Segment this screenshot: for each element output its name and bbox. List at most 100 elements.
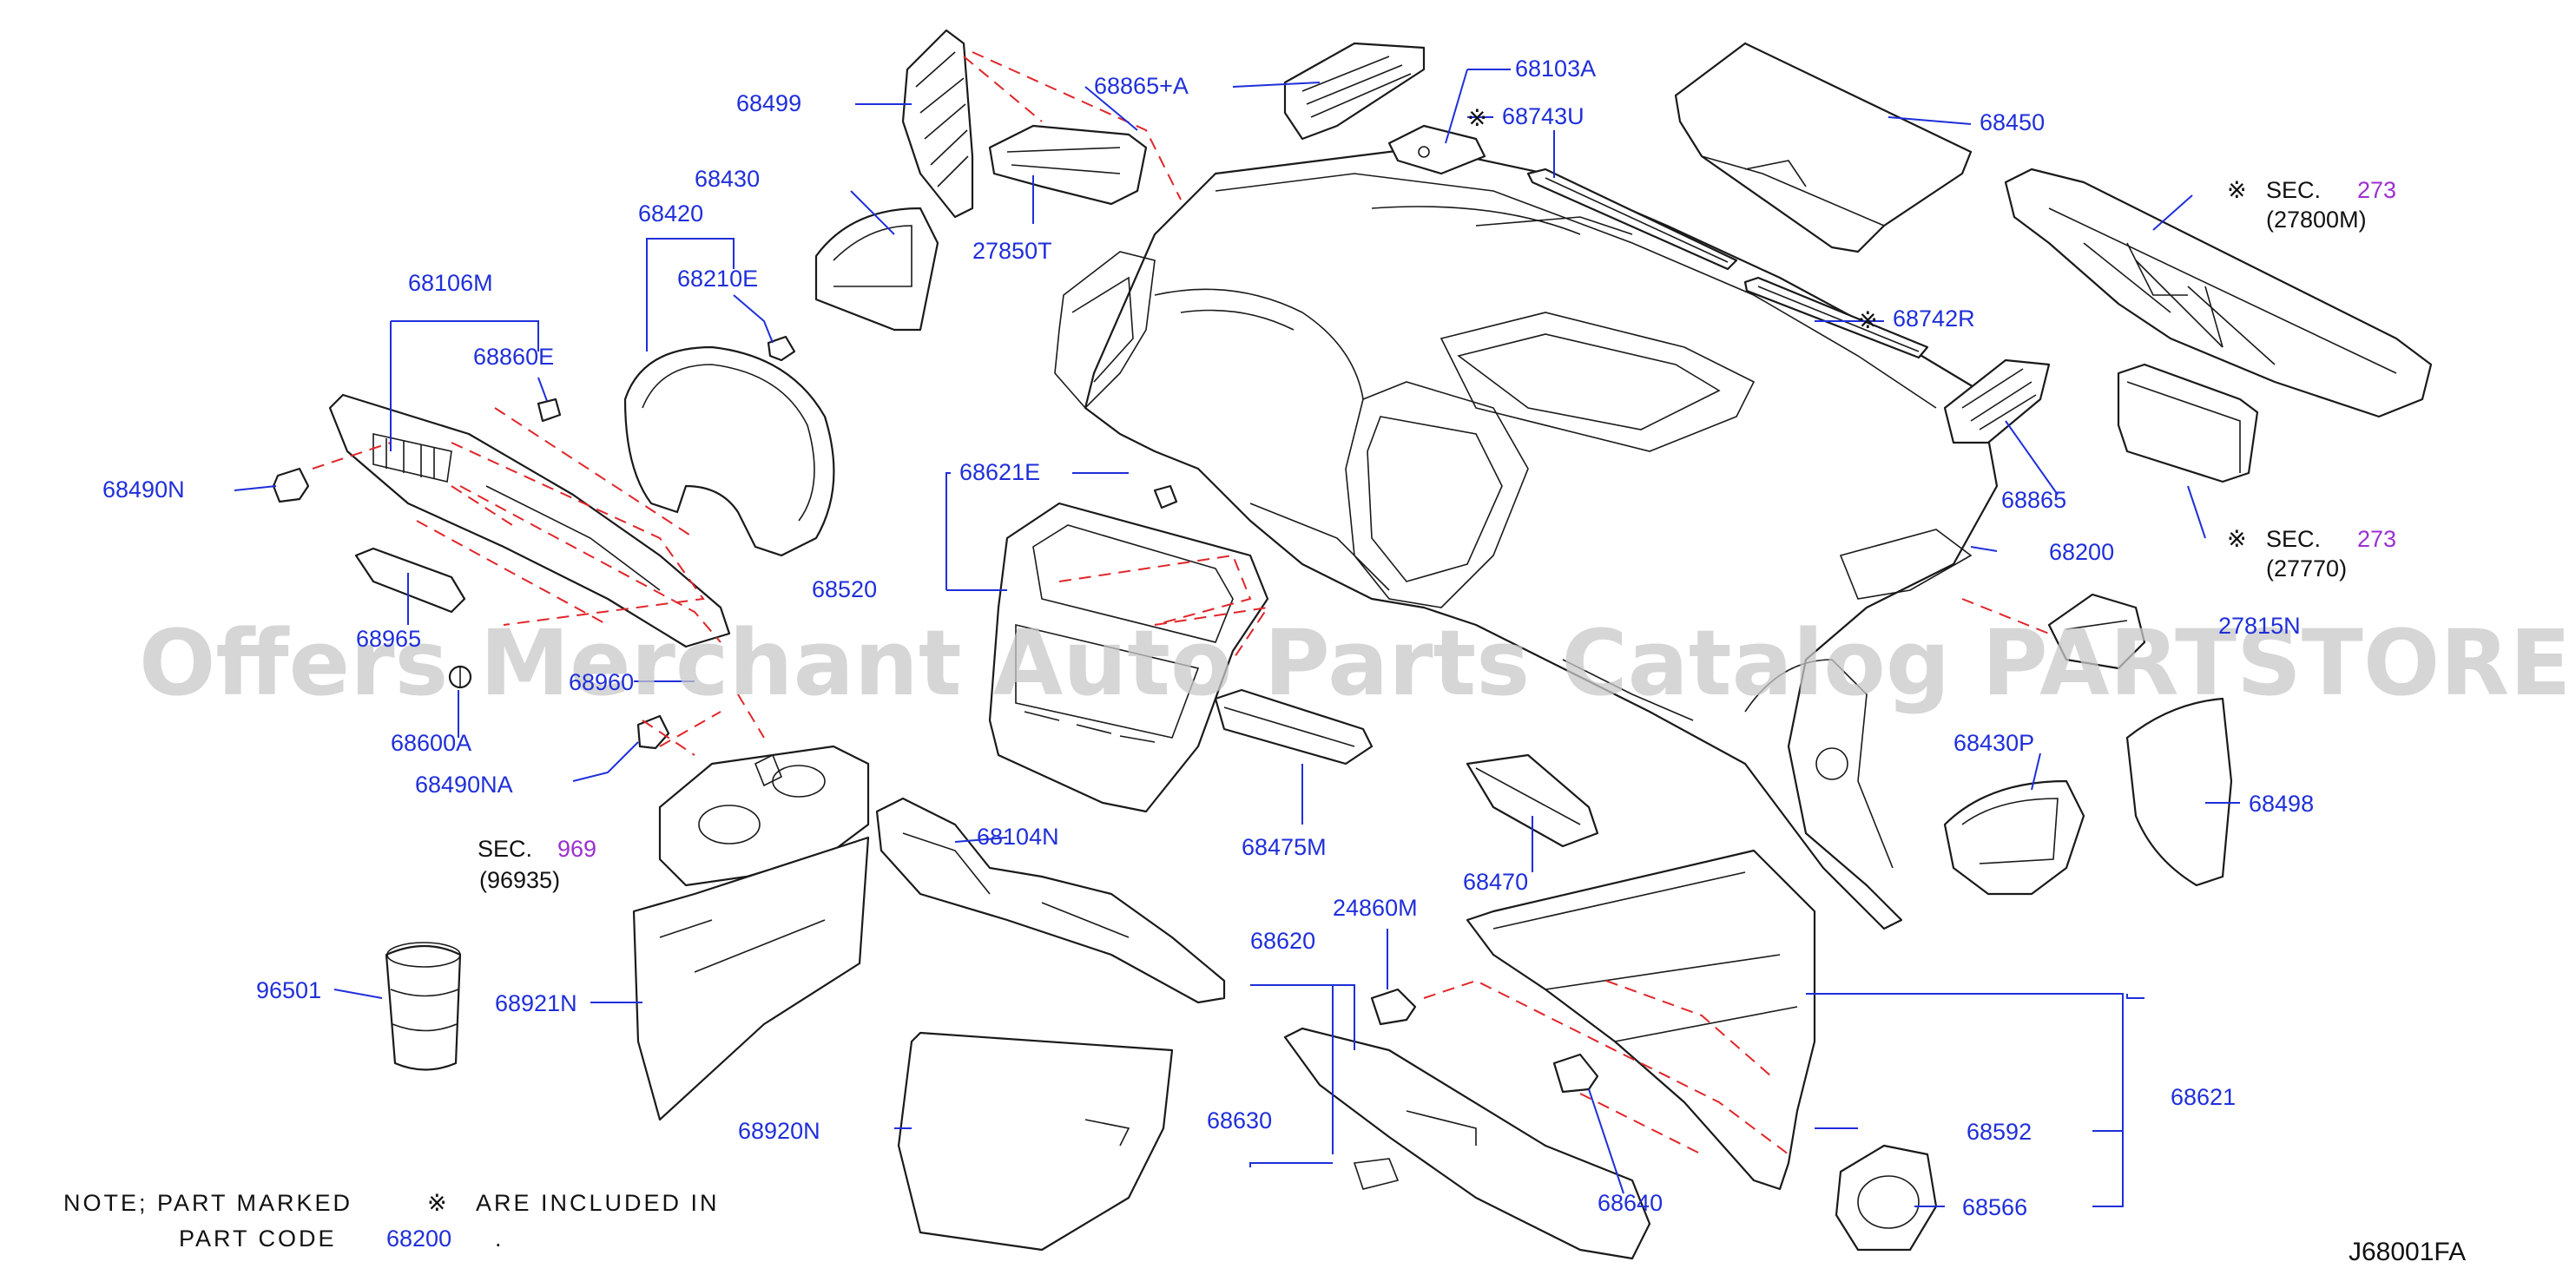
part-68592 (1835, 1144, 1938, 1252)
part-68621 (1466, 849, 1816, 1191)
label-68106M: 68106M (408, 270, 493, 296)
marker-icon-68743U: ※ (1467, 105, 1487, 131)
part-labels: 68499 68865+A 68103A ※ 68743U 68450 6843… (102, 56, 2314, 1220)
label-68420: 68420 (638, 200, 703, 227)
sec-ref-969: SEC. 969 (96935) (478, 836, 596, 893)
note-line1-b: ARE INCLUDED IN (476, 1190, 720, 1216)
part-68742R (1743, 276, 1929, 359)
label-68960: 68960 (569, 669, 634, 695)
label-68743U: 68743U (1502, 103, 1584, 129)
label-68470: 68470 (1463, 869, 1528, 895)
label-68430: 68430 (695, 166, 760, 192)
sec273b-sub: (27770) (2266, 555, 2347, 582)
label-68865A: 68865+A (1094, 73, 1189, 99)
label-68490NA: 68490NA (415, 772, 513, 798)
part-sec273-box (2117, 363, 2259, 483)
part-68450 (1674, 42, 1973, 253)
part-68430 (814, 207, 939, 332)
sec969-sub: (96935) (479, 867, 560, 893)
part-68420 (623, 345, 835, 557)
label-68620: 68620 (1250, 928, 1315, 954)
sec-ref-273-a: ※ SEC. 273 (27800M) (2227, 177, 2396, 233)
label-27815N: 27815N (2218, 613, 2301, 639)
part-27815N (2047, 593, 2146, 670)
sec273a-prefix: SEC. (2266, 177, 2321, 203)
part-68475M (1214, 688, 1374, 766)
label-68103A: 68103A (1515, 56, 1596, 82)
label-68430P: 68430P (1953, 730, 2034, 756)
label-68865: 68865 (2001, 487, 2066, 513)
label-68520: 68520 (812, 576, 877, 602)
part-68470 (1466, 753, 1599, 848)
label-68965: 68965 (356, 626, 421, 652)
part-68430P (1943, 779, 2085, 896)
leader-lines (234, 69, 2240, 1207)
note-line2-end: . (495, 1226, 504, 1252)
label-68921N: 68921N (495, 990, 577, 1016)
marker-icon-sec273b: ※ (2227, 526, 2247, 552)
part-68600A (448, 665, 472, 689)
label-68210E: 68210E (677, 266, 758, 292)
label-68920N: 68920N (738, 1118, 820, 1144)
label-68742R: 68742R (1893, 306, 1975, 332)
marker-icon-68742R: ※ (1858, 307, 1878, 333)
note-line2-code: 68200 (386, 1226, 451, 1252)
part-68865A (988, 124, 1148, 206)
part-68499 (901, 29, 974, 219)
label-24860M: 24860M (1333, 895, 1418, 921)
part-68104N (875, 797, 1226, 1004)
part-68103A (1387, 124, 1486, 175)
label-68450: 68450 (1980, 109, 2045, 135)
part-68106M (328, 393, 731, 648)
part-68920N (897, 1031, 1174, 1252)
diagram-code: J68001FA (2349, 1238, 2466, 1266)
sec273a-sub: (27800M) (2266, 207, 2367, 233)
part-68965 (354, 547, 466, 614)
sec273a-number: 273 (2357, 177, 2396, 203)
label-68498: 68498 (2249, 791, 2314, 817)
part-68865-grille (1943, 358, 2051, 444)
label-68600A: 68600A (391, 730, 471, 756)
part-68865-upper-grille (1283, 42, 1426, 141)
dashed-guides (312, 51, 2050, 1155)
label-68621E: 68621E (959, 459, 1040, 485)
part-68743U (1526, 168, 1738, 271)
part-68620 (1283, 1027, 1651, 1260)
label-68592: 68592 (1967, 1119, 2032, 1145)
part-68520 (988, 502, 1269, 813)
footnote: NOTE; PART MARKED ※ ARE INCLUDED IN PART… (63, 1190, 720, 1252)
marker-icon-sec273a: ※ (2227, 177, 2247, 203)
part-68498 (2125, 697, 2233, 887)
label-68566: 68566 (1962, 1194, 2027, 1220)
part-68210E (767, 335, 796, 362)
part-96501 (385, 942, 462, 1071)
label-27850T: 27850T (972, 238, 1052, 264)
part-sec273-duct (2004, 168, 2433, 418)
part-68860E (537, 398, 562, 423)
label-68104N: 68104N (977, 824, 1059, 850)
label-96501: 96501 (256, 977, 321, 1003)
marker-icon-note: ※ (427, 1190, 447, 1216)
label-68621: 68621 (2171, 1084, 2236, 1110)
label-68200: 68200 (2049, 539, 2114, 565)
watermark-text: Offers Merchant Auto Parts Catalog PARTS… (139, 610, 2576, 716)
sec273b-prefix: SEC. (2266, 526, 2321, 552)
label-68490N: 68490N (102, 476, 185, 503)
label-68499: 68499 (736, 90, 801, 116)
label-68475M: 68475M (1242, 834, 1327, 860)
sec969-number: 969 (557, 836, 596, 862)
part-68490N (272, 467, 310, 503)
part-68621E (1153, 484, 1178, 509)
part-68640 (1552, 1053, 1599, 1094)
part-console-96935 (658, 745, 870, 887)
part-24860M (1370, 988, 1417, 1026)
part-68490NA (636, 714, 670, 750)
part-68921N (632, 836, 870, 1121)
sec-ref-273-b: ※ SEC. 273 (27770) (2187, 485, 2396, 582)
label-68640: 68640 (1598, 1190, 1663, 1216)
note-line2-a: PART CODE (179, 1226, 337, 1252)
label-68860E: 68860E (473, 344, 554, 370)
sec969-prefix: SEC. (478, 836, 532, 862)
